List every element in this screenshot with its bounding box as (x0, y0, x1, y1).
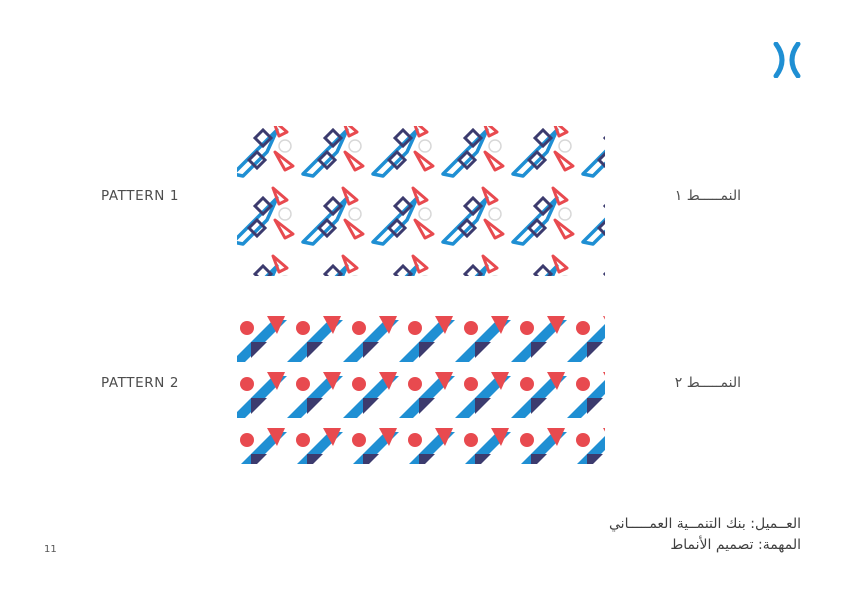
task-line: المهمة: تصميم الأنماط (670, 537, 801, 553)
pattern-2-label: PATTERN 2 (101, 375, 180, 391)
client-line: العــميل: بنك التنمــية العمـــــاني (609, 516, 801, 532)
pattern-1-label-arabic: النمـــــط ١ (674, 188, 741, 204)
brand-logo-icon (773, 42, 801, 78)
pattern-1-label: PATTERN 1 (101, 188, 180, 204)
project-info: العــميل: بنك التنمــية العمـــــاني الم… (609, 514, 801, 556)
pattern-2-swatch (237, 314, 605, 464)
pattern-1-swatch (237, 126, 605, 276)
pattern-2-label-arabic: النمـــــط ٢ (674, 375, 741, 391)
page-number: 11 (44, 544, 57, 555)
